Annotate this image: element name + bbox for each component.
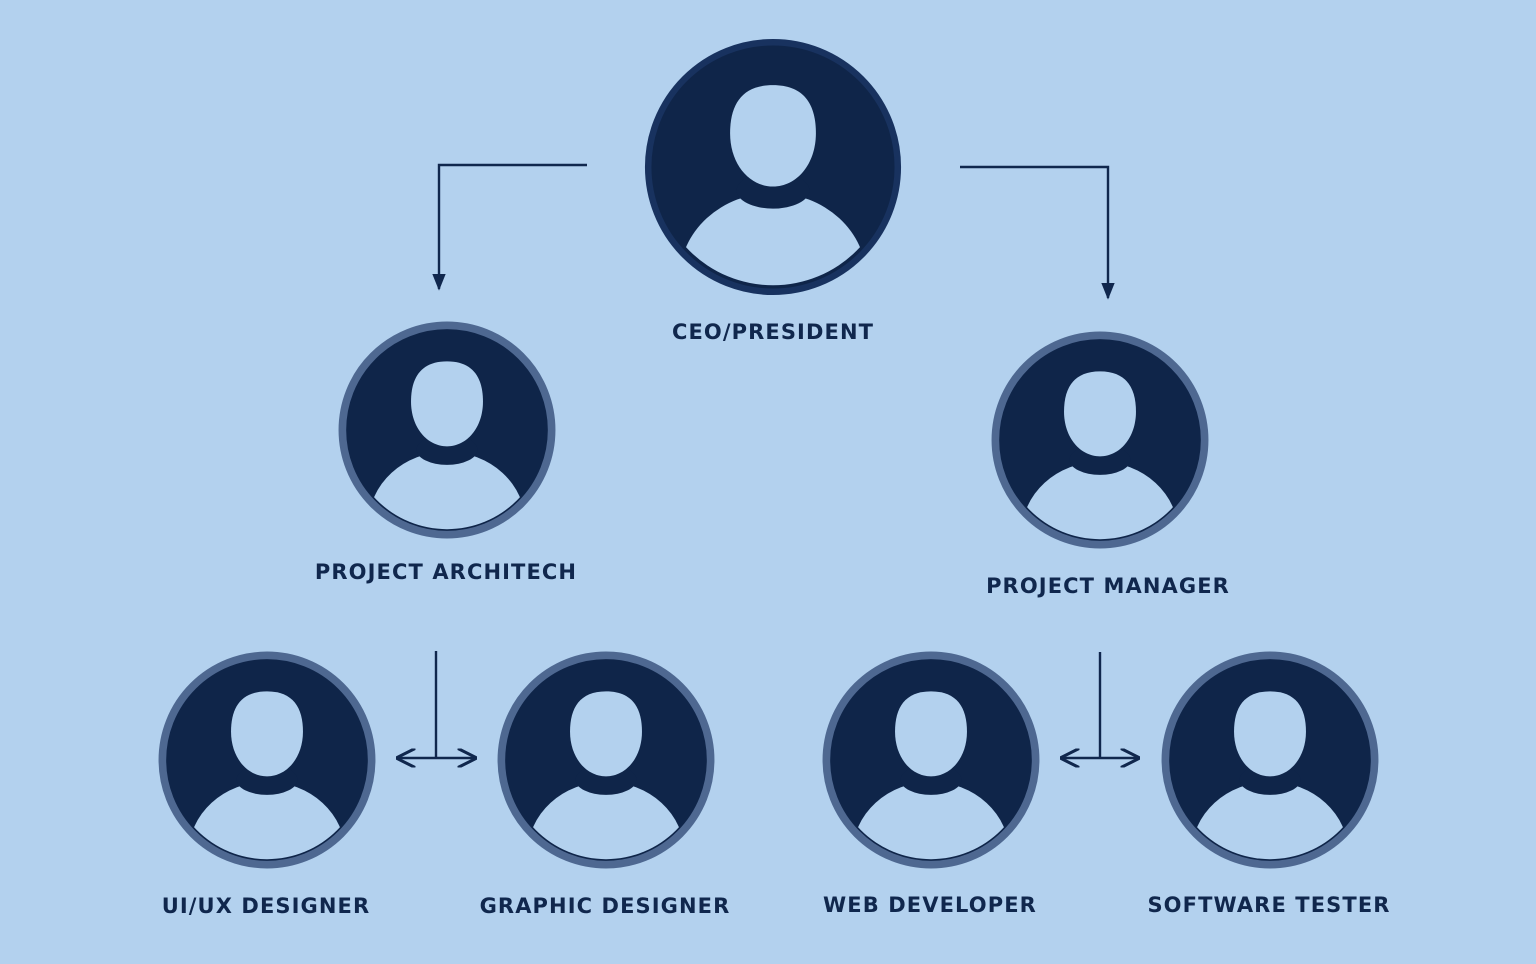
silhouette-body bbox=[1191, 781, 1349, 860]
silhouette-body bbox=[852, 781, 1010, 860]
avatar-project-manager bbox=[991, 331, 1209, 549]
silhouette-body bbox=[679, 193, 867, 286]
silhouette-body bbox=[527, 781, 685, 860]
avatar-web-developer bbox=[822, 651, 1040, 869]
silhouette-body bbox=[368, 451, 526, 530]
avatar-ceo bbox=[643, 37, 903, 297]
avatar-software-tester bbox=[1161, 651, 1379, 869]
user-avatar-icon bbox=[644, 38, 902, 296]
label-ui-ux-designer: UI/UX DESIGNER bbox=[161, 894, 371, 918]
avatar-graphic-designer bbox=[497, 651, 715, 869]
avatar-project-architech bbox=[338, 321, 556, 539]
silhouette-head bbox=[730, 85, 816, 187]
avatar-ui-ux-designer bbox=[158, 651, 376, 869]
user-avatar-icon bbox=[991, 331, 1209, 549]
silhouette-head bbox=[411, 361, 483, 447]
label-project-manager: PROJECT MANAGER bbox=[986, 574, 1230, 598]
edge-ceo-architech bbox=[432, 163, 587, 291]
user-avatar-icon bbox=[158, 651, 376, 869]
silhouette-body bbox=[1021, 461, 1179, 540]
user-avatar-icon bbox=[822, 651, 1040, 869]
label-graphic-designer: GRAPHIC DESIGNER bbox=[479, 894, 731, 918]
silhouette-head bbox=[895, 691, 967, 777]
user-avatar-icon bbox=[338, 321, 556, 539]
silhouette-head bbox=[231, 691, 303, 777]
user-avatar-icon bbox=[497, 651, 715, 869]
label-ceo-president: CEO/PRESIDENT bbox=[671, 320, 875, 344]
silhouette-head bbox=[1234, 691, 1306, 777]
label-software-tester: SOFTWARE TESTER bbox=[1147, 893, 1391, 917]
edge-ceo-manager bbox=[960, 165, 1115, 300]
silhouette-head bbox=[570, 691, 642, 777]
user-avatar-icon bbox=[1161, 651, 1379, 869]
label-web-developer: WEB DEVELOPER bbox=[823, 893, 1037, 917]
silhouette-body bbox=[188, 781, 346, 860]
label-project-architech: PROJECT ARCHITECH bbox=[314, 560, 578, 584]
silhouette-head bbox=[1064, 371, 1136, 457]
